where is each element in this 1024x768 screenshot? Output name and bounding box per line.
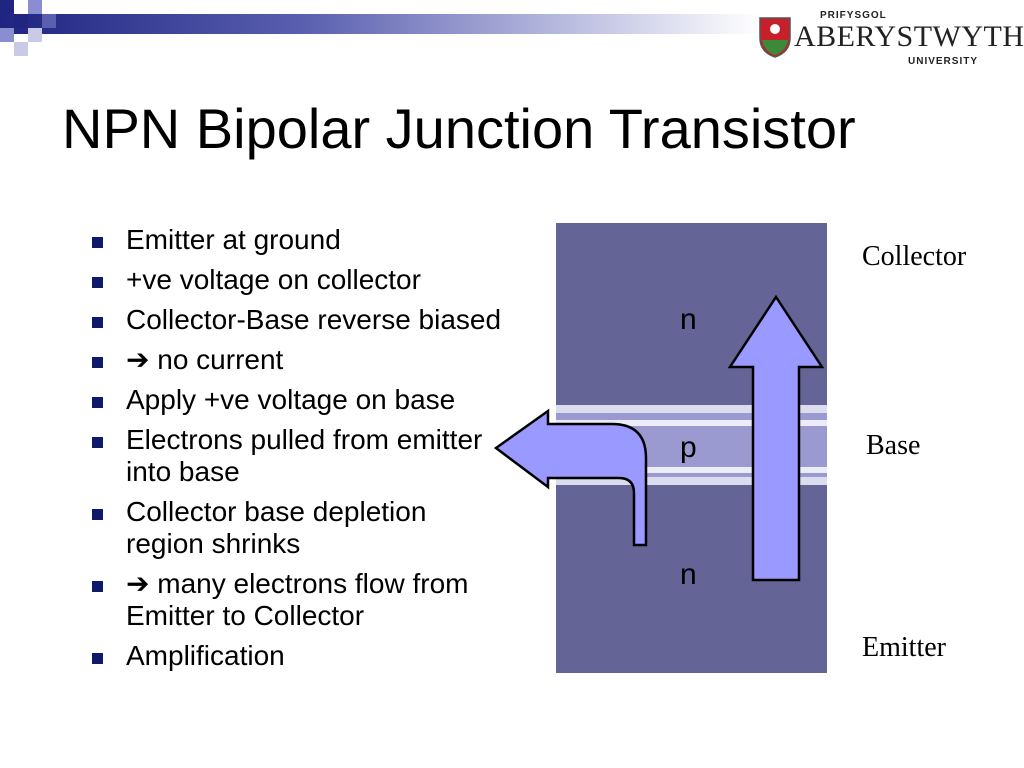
bullet-square-icon (92, 397, 103, 408)
bullet-square-icon (92, 317, 103, 328)
university-logo: PRIFYSGOL ABERYSTWYTH UNIVERSITY (758, 8, 1024, 67)
bullet-square-icon (92, 509, 103, 520)
slide-title: NPN Bipolar Junction Transistor (62, 97, 856, 160)
bullet-item: Emitter at ground (88, 224, 508, 256)
bullet-item: Apply +ve voltage on base (88, 384, 508, 416)
base-current-arrow (493, 408, 648, 547)
university-crest-icon (759, 17, 791, 58)
bullet-square-icon (92, 357, 103, 368)
logo-top-text: PRIFYSGOL (820, 10, 887, 21)
depletion-band (556, 420, 827, 426)
bullet-square-icon (92, 653, 103, 664)
bullet-item: ➔ no current (88, 344, 508, 376)
bullet-item: +ve voltage on collector (88, 264, 508, 296)
depletion-band (556, 477, 827, 485)
bullet-item: Collector-Base reverse biased (88, 304, 508, 336)
collector-label: Collector (862, 241, 967, 272)
logo-main-text: ABERYSTWYTH (794, 20, 1024, 53)
bullet-text: no current (157, 344, 284, 375)
bullet-square-icon (92, 581, 103, 592)
depletion-band (556, 467, 827, 473)
region-label-middle: p (680, 431, 697, 464)
bullet-text: Emitter at ground (126, 224, 341, 255)
bullet-square-icon (92, 277, 103, 288)
bullet-text: many electrons flow from Emitter to Coll… (126, 568, 469, 631)
depletion-band (556, 405, 827, 413)
header-decoration (0, 0, 1024, 64)
implies-arrow-icon: ➔ (126, 568, 158, 599)
electron-flow-arrow (727, 294, 825, 582)
bullet-text: Apply +ve voltage on base (126, 384, 456, 415)
bullet-text: +ve voltage on collector (126, 264, 421, 295)
transistor-diagram: n p n Collector Base Emitter (488, 215, 1024, 685)
bullet-list: Emitter at ground +ve voltage on collect… (88, 224, 508, 680)
bullet-text: Amplification (126, 640, 285, 671)
bullet-item: Amplification (88, 640, 508, 672)
bullet-square-icon (92, 437, 103, 448)
emitter-label: Emitter (862, 632, 946, 663)
bullet-item: Electrons pulled from emitter into base (88, 424, 508, 488)
bullet-item: ➔ many electrons flow from Emitter to Co… (88, 568, 508, 632)
corner-squares (0, 0, 56, 56)
bullet-text: Collector-Base reverse biased (126, 304, 502, 335)
bullet-text: Electrons pulled from emitter into base (126, 424, 483, 487)
base-label: Base (866, 430, 921, 461)
npn-structure (493, 223, 827, 673)
logo-sub-text: UNIVERSITY (908, 56, 979, 67)
region-label-bottom: n (680, 558, 697, 591)
header-gradient-bar (0, 14, 760, 34)
bullet-text: Collector base depletion region shrinks (126, 496, 427, 559)
bullet-item: Collector base depletion region shrinks (88, 496, 508, 560)
region-label-top: n (680, 303, 697, 336)
implies-arrow-icon: ➔ (126, 344, 158, 375)
bullet-square-icon (92, 237, 103, 248)
